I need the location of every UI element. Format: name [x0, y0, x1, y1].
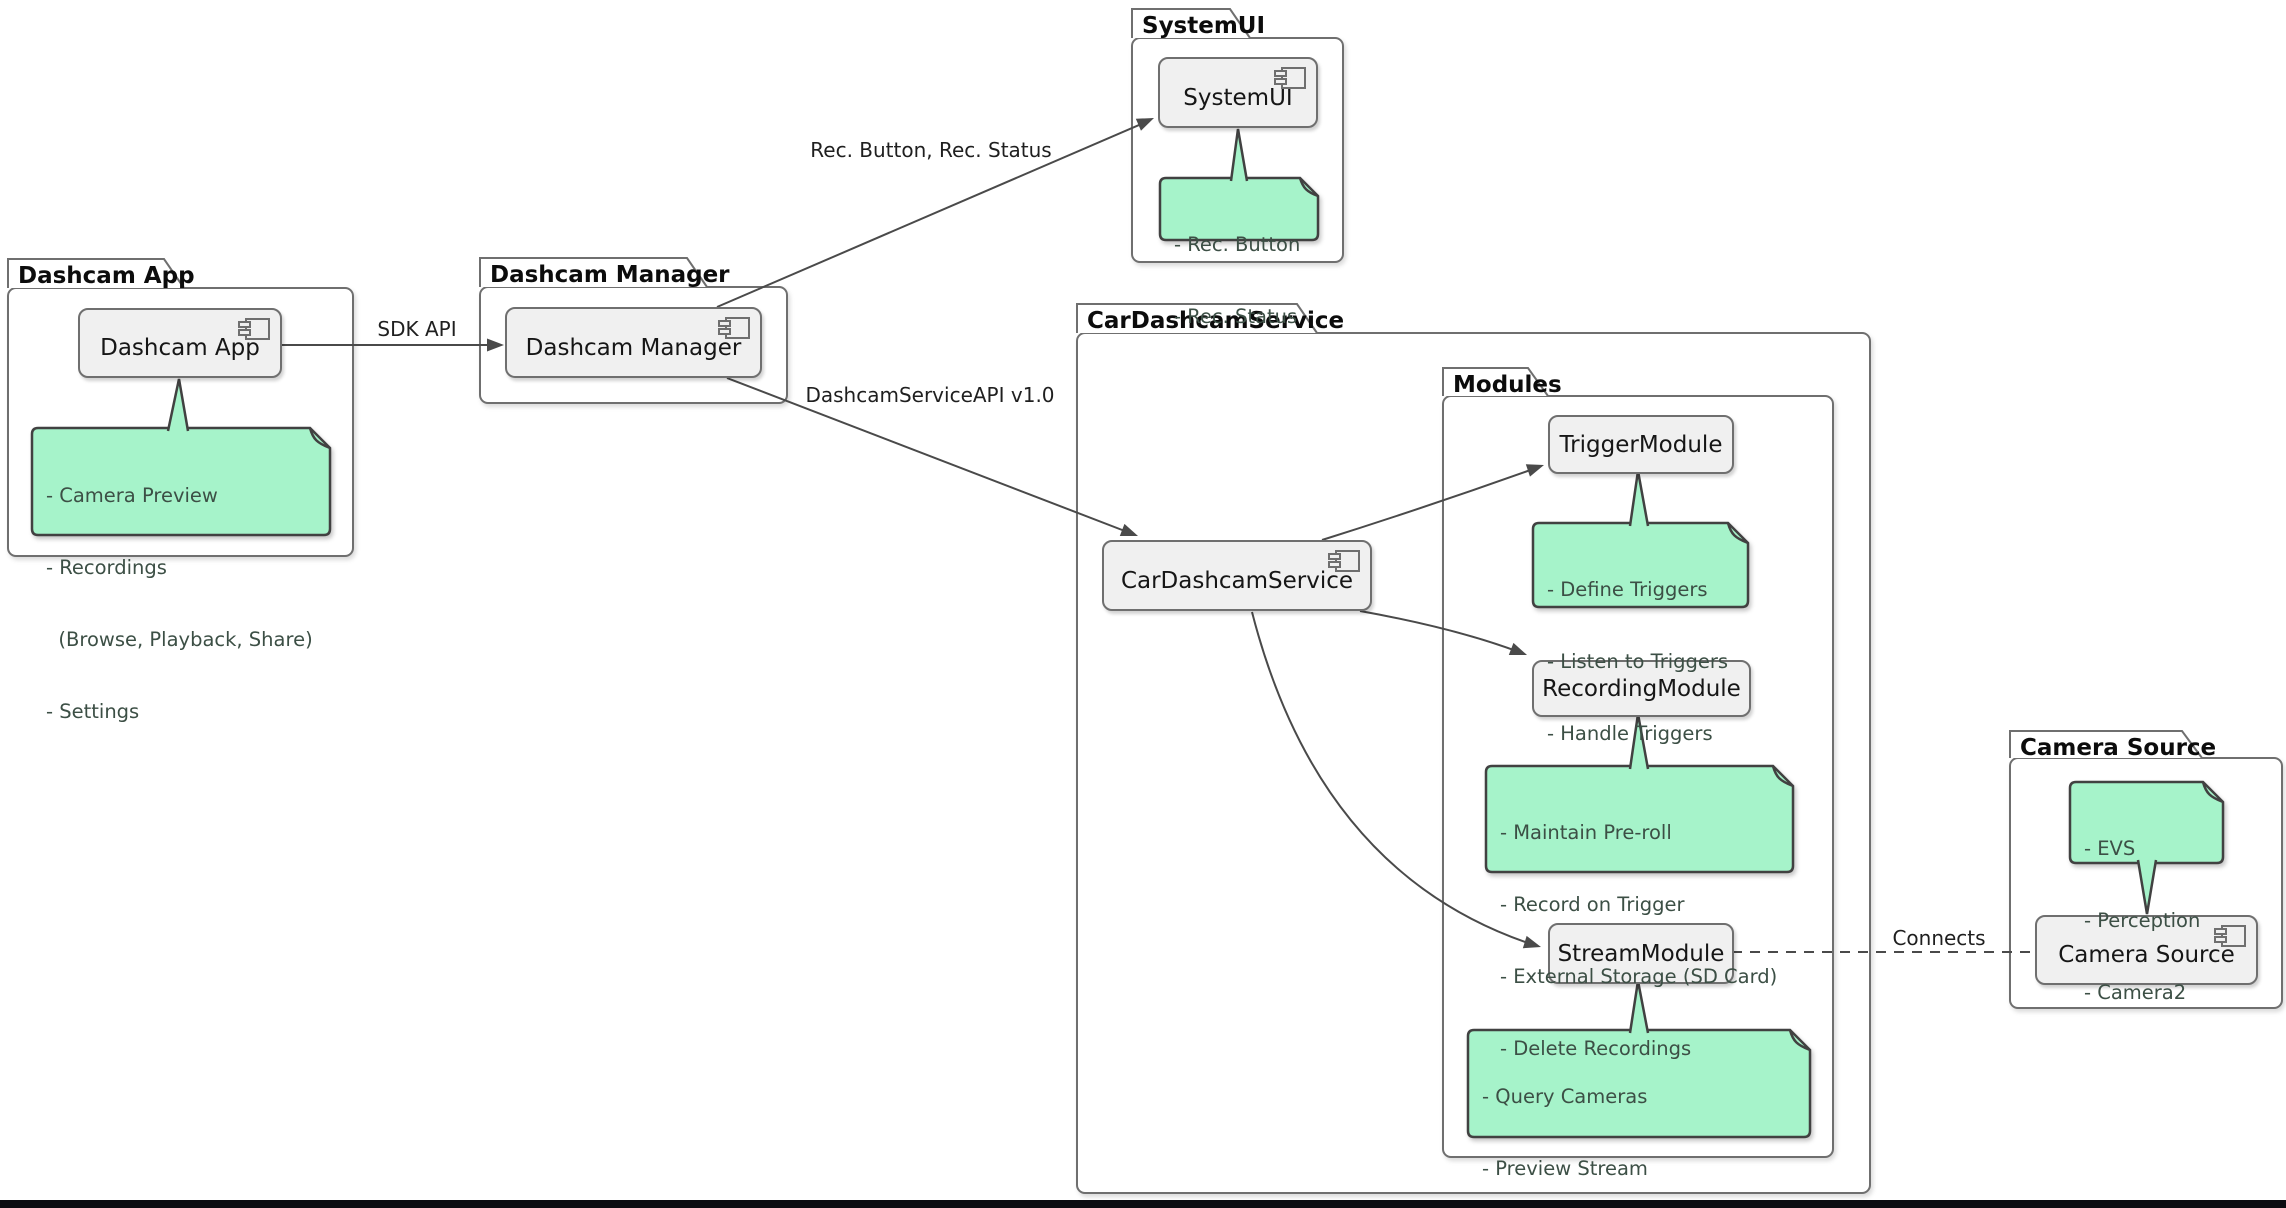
note-line: - Handle Triggers: [1547, 722, 1713, 745]
note-text-recording-module: - Maintain Pre-roll - Record on Trigger …: [1500, 773, 1777, 1109]
component-stream-module: StreamModule: [1548, 923, 1734, 984]
component-icon: [718, 317, 750, 339]
note-text-dashcam-app: - Camera Preview - Recordings (Browse, P…: [46, 436, 313, 772]
arrowhead-rec-button-status: [1135, 118, 1154, 131]
component-recording-module: RecordingModule: [1532, 660, 1751, 717]
component-label: SystemUI: [1183, 84, 1293, 111]
note-line: - Record on Trigger: [1500, 893, 1685, 916]
package-title-camera-source: Camera Source: [2020, 735, 2217, 761]
component-label: RecordingModule: [1542, 675, 1741, 702]
arrowhead-recording-module: [1508, 642, 1527, 655]
bottom-bar: [0, 1200, 2286, 1208]
edge-to-recording-module: [1359, 610, 1520, 653]
component-systemui: SystemUI: [1158, 57, 1318, 128]
package-title-car-dashcam-service: CarDashcamService: [1087, 308, 1345, 334]
component-camera-source: Camera Source: [2035, 915, 2258, 985]
note-tail-camera-source: [2136, 859, 2158, 915]
package-title-modules: Modules: [1453, 372, 1562, 398]
note-line: - Camera Preview: [46, 484, 218, 507]
note-text-stream-module: - Query Cameras - Preview Stream - Snaps…: [1482, 1037, 1794, 1208]
note-tail-dashcam-app: [166, 378, 190, 432]
note-recording-module: [1484, 764, 1795, 874]
component-trigger-module: TriggerModule: [1548, 415, 1734, 474]
note-systemui: [1158, 176, 1320, 242]
component-dashcam-app: Dashcam App: [78, 308, 282, 378]
component-label: StreamModule: [1557, 940, 1725, 967]
note-line: - Rec. Button: [1174, 233, 1301, 256]
note-line: - Recordings: [46, 556, 167, 579]
edge-label-rec-button-status: Rec. Button, Rec. Status: [810, 138, 1052, 162]
component-label: Dashcam App: [100, 335, 260, 361]
note-line: - Rec. Status: [1174, 305, 1298, 328]
component-icon: [2214, 925, 2246, 947]
note-text-systemui: - Rec. Button - Rec. Status: [1174, 185, 1300, 377]
component-label: Camera Source: [2058, 942, 2235, 968]
arrowhead-trigger-module: [1525, 464, 1544, 477]
note-line: - Delete Recordings: [1500, 1037, 1692, 1060]
note-tail-systemui: [1229, 128, 1249, 182]
package-title-dashcam-manager: Dashcam Manager: [490, 262, 730, 288]
edge-to-stream-module: [1251, 611, 1532, 945]
component-dashcam-manager: Dashcam Manager: [505, 307, 762, 378]
component-label: Dashcam Manager: [525, 334, 742, 361]
note-camera-source: [2068, 780, 2225, 865]
component-icon: [1328, 550, 1360, 572]
note-line: - Perception: [2084, 909, 2201, 932]
note-line: - Settings: [46, 700, 140, 723]
component-label: TriggerModule: [1559, 431, 1723, 458]
package-title-dashcam-app: Dashcam App: [18, 263, 195, 289]
package-dashcam-app-tab: [7, 258, 185, 289]
edge-dashcam-service-api: [726, 377, 1131, 534]
arrowhead-sdk-api: [487, 338, 504, 352]
component-label: CarDashcamService: [1120, 567, 1354, 594]
edge-to-trigger-module: [1321, 467, 1537, 541]
note-line: - Maintain Pre-roll: [1500, 821, 1672, 844]
component-icon: [238, 318, 270, 340]
note-line: - External Storage (SD Card): [1500, 965, 1778, 988]
edge-rec-button-status: [716, 121, 1147, 308]
package-title-systemui: SystemUI: [1142, 13, 1266, 39]
package-modules-tab: [1442, 367, 1549, 397]
arrowhead-stream-module: [1522, 935, 1541, 949]
note-line: - Define Triggers: [1547, 578, 1708, 601]
note-text-camera-source: - EVS - Perception - Camera2: [2084, 789, 2200, 1053]
note-line: - Preview Stream: [1482, 1157, 1648, 1180]
note-line: - Camera2: [2084, 981, 2187, 1004]
package-car-dashcam-service-tab: [1076, 303, 1318, 334]
edge-label-dashcam-service-api: DashcamServiceAPI v1.0: [805, 383, 1055, 407]
arrowhead-dashcam-service-api: [1119, 523, 1138, 536]
note-stream-module: [1466, 1028, 1812, 1139]
note-dashcam-app: [30, 426, 332, 537]
note-line: - EVS: [2084, 837, 2136, 860]
package-systemui-tab: [1131, 8, 1251, 39]
note-line: - Listen to Triggers: [1547, 650, 1729, 673]
package-camera-source-tab: [2009, 730, 2203, 759]
note-trigger-module: [1531, 521, 1750, 609]
note-text-trigger-module: - Define Triggers - Listen to Triggers -…: [1547, 530, 1728, 794]
note-line: - Query Cameras: [1482, 1085, 1648, 1108]
component-icon: [1274, 67, 1306, 89]
package-dashcam-manager-tab: [479, 257, 708, 288]
edge-label-sdk-api: SDK API: [377, 317, 457, 341]
note-line: (Browse, Playback, Share): [46, 628, 313, 651]
component-car-dashcam-service: CarDashcamService: [1102, 540, 1372, 611]
edge-label-connects: Connects: [1892, 926, 1986, 950]
